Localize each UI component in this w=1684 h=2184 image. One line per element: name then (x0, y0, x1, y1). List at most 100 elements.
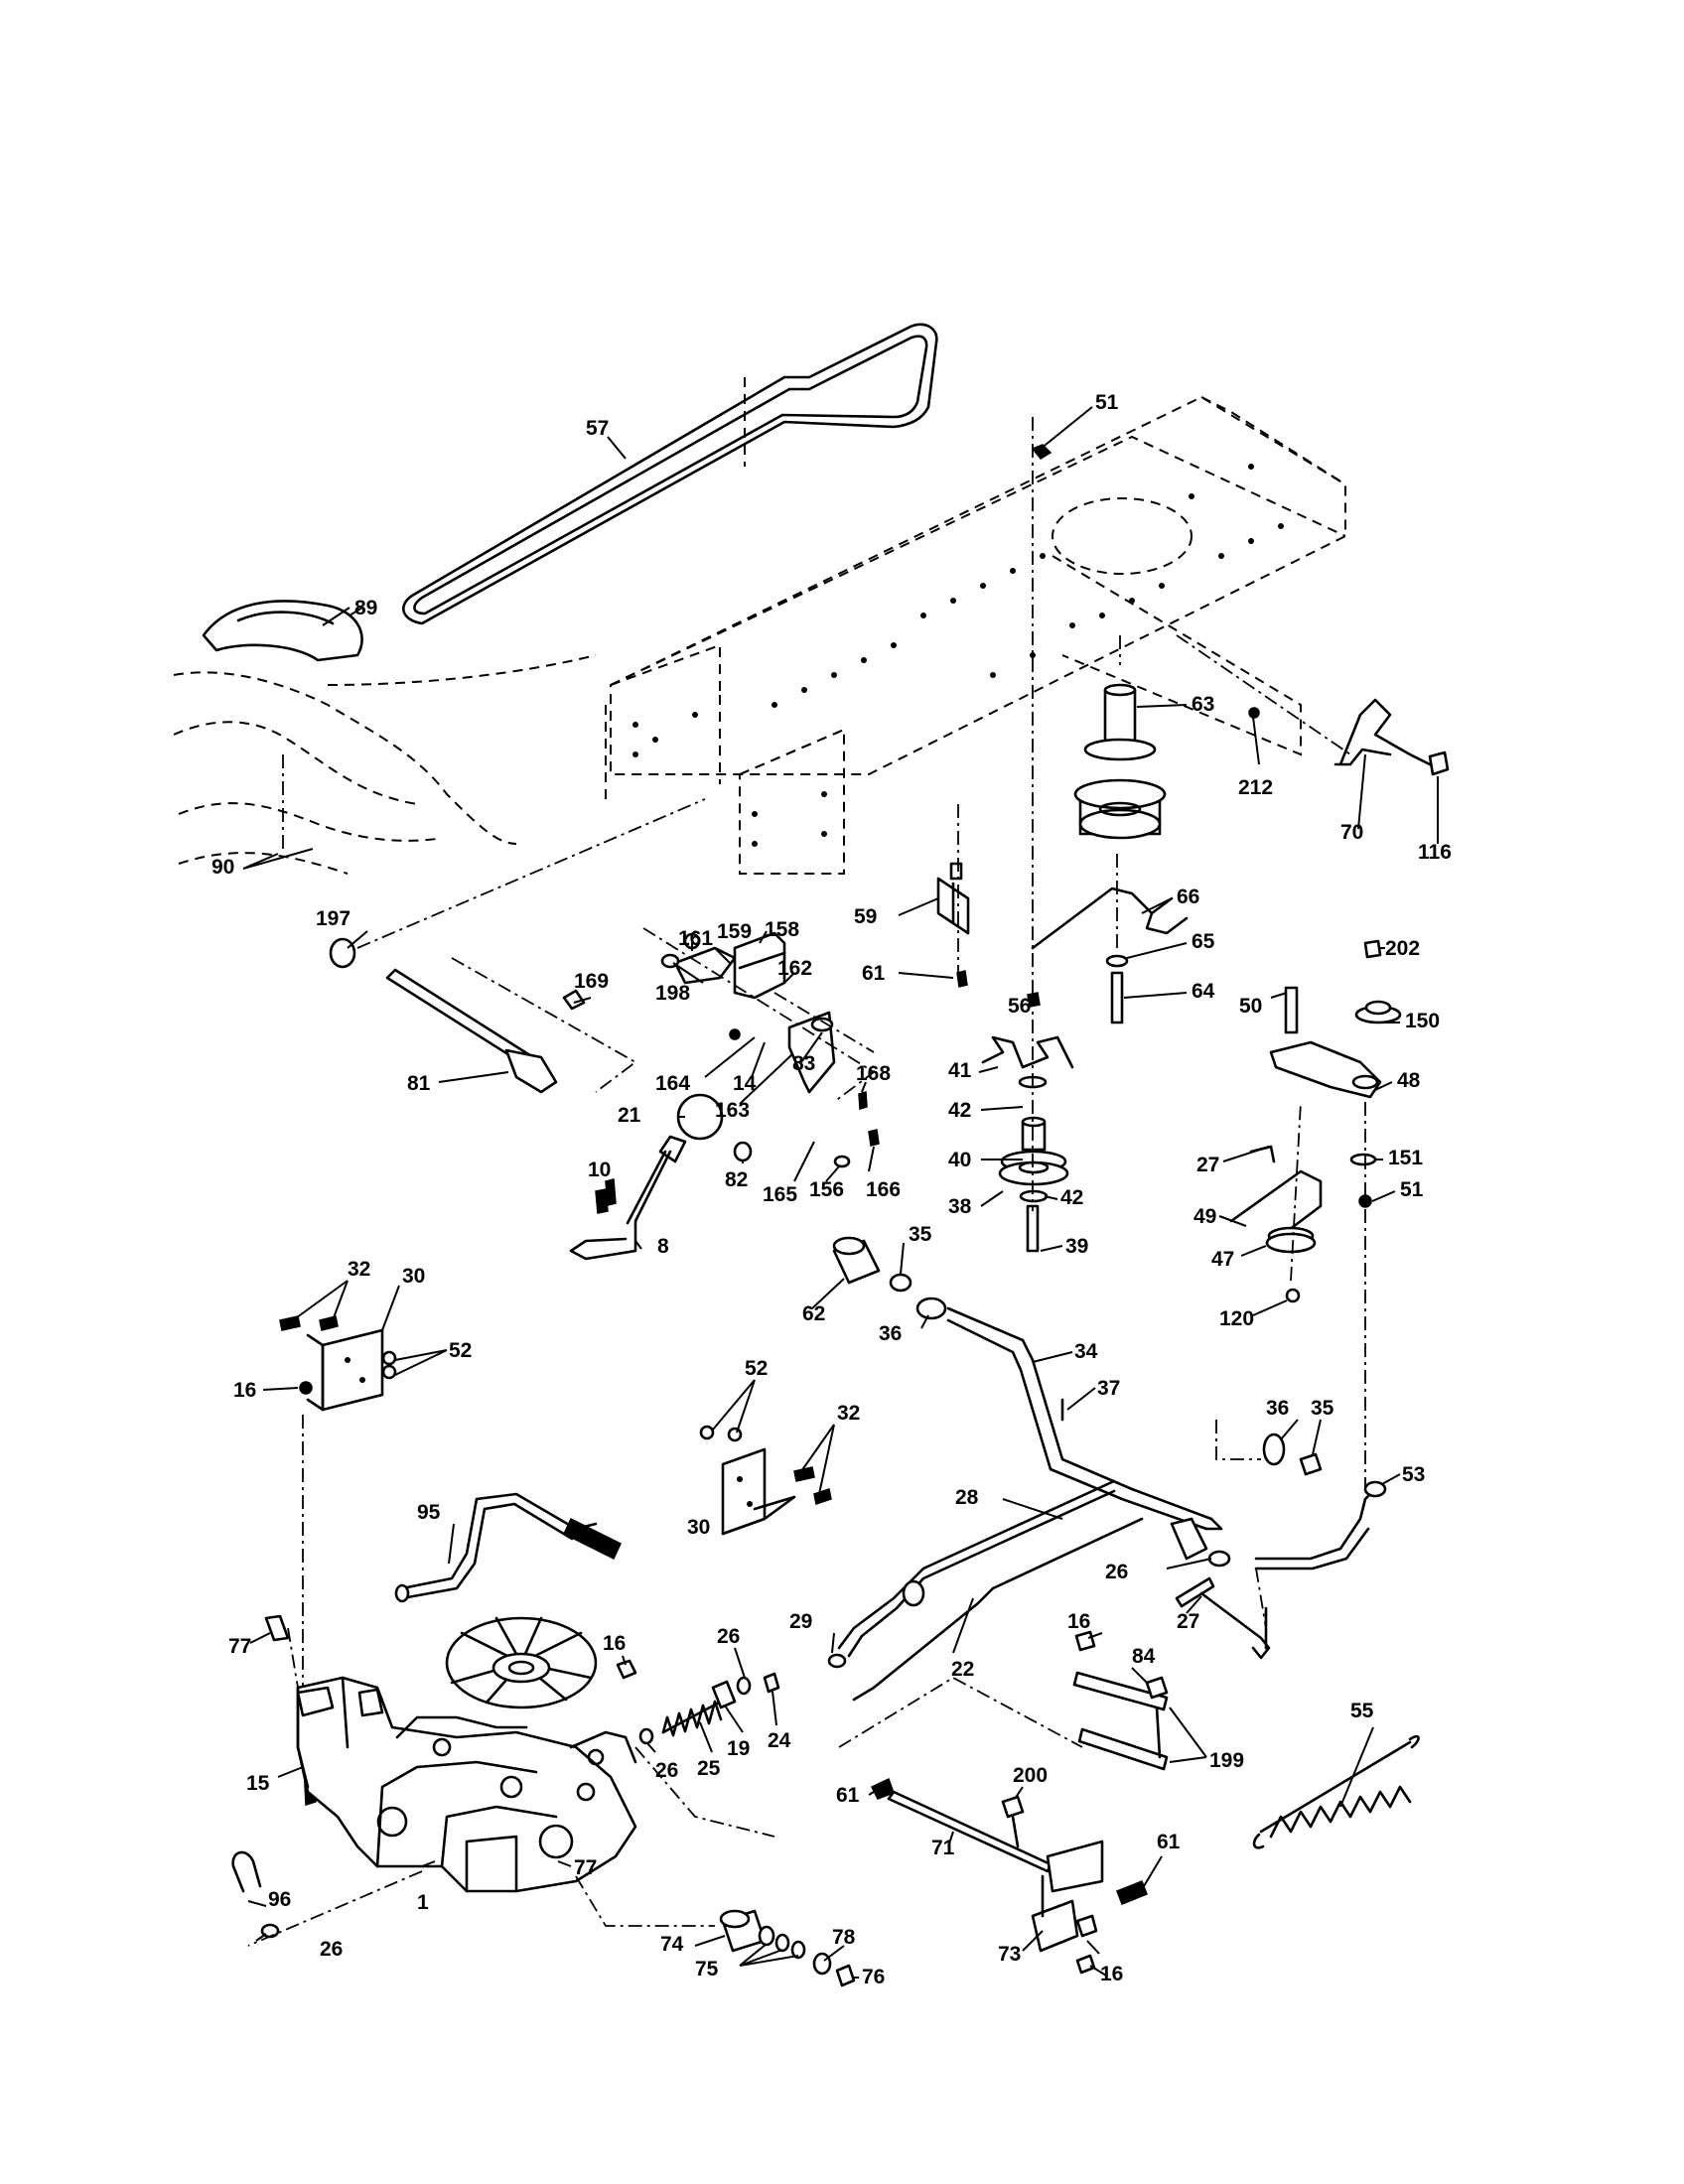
callout-83: 83 (792, 1052, 815, 1075)
callout-55: 55 (1350, 1700, 1374, 1722)
callout-199: 199 (1209, 1749, 1244, 1772)
callout-30: 30 (402, 1265, 425, 1288)
part-26-washer (1207, 1550, 1231, 1568)
part-84-shaft (1072, 1630, 1169, 1771)
callout-56: 56 (1008, 995, 1031, 1018)
part-89-cover (202, 600, 363, 662)
callout-166: 166 (866, 1178, 901, 1201)
callout-14: 14 (733, 1072, 757, 1095)
part-8-lever (569, 1093, 724, 1261)
callout-76: 76 (862, 1966, 885, 1988)
callout-63: 63 (1192, 693, 1214, 716)
callout-51b: 51 (1400, 1178, 1424, 1201)
callout-198: 198 (655, 982, 690, 1005)
callout-164: 164 (655, 1072, 690, 1095)
callout-51: 51 (1095, 391, 1119, 414)
callout-66: 66 (1177, 886, 1199, 908)
callout-53: 53 (1402, 1463, 1425, 1486)
part-166-bolt (868, 1129, 880, 1147)
part-64-bolt (1110, 971, 1124, 1024)
part-36-washer (1262, 1433, 1286, 1466)
callout-16b: 16 (1067, 1610, 1090, 1633)
part-22-rod (852, 1517, 1144, 1702)
callout-42b: 42 (1060, 1186, 1083, 1209)
part-66-rod (1031, 887, 1189, 950)
callout-42: 42 (948, 1099, 971, 1122)
callout-162: 162 (777, 957, 812, 980)
part-34-shaft (832, 1236, 1223, 1561)
callout-159: 159 (717, 920, 752, 943)
callout-212: 212 (1238, 776, 1273, 799)
part-30-bracket-left (279, 1315, 397, 1412)
callout-36: 36 (879, 1322, 902, 1345)
right-idler-assembly (1229, 939, 1402, 1303)
callout-73: 73 (998, 1943, 1021, 1966)
part-30-bracket-center (699, 1425, 832, 1536)
callout-19: 19 (727, 1737, 750, 1760)
callout-41: 41 (948, 1059, 972, 1082)
callout-156: 156 (809, 1178, 844, 1201)
part-28-rod (827, 1479, 1116, 1669)
part-168-bolt (858, 1091, 868, 1110)
part-53-rod (1254, 1487, 1377, 1561)
callout-168: 168 (856, 1062, 891, 1085)
callout-61b: 61 (836, 1784, 860, 1807)
part-81-rod (329, 937, 558, 1094)
part-26-washer-d (638, 1727, 654, 1745)
callout-90: 90 (211, 856, 234, 879)
callout-47: 47 (1211, 1248, 1234, 1271)
callout-26d: 26 (320, 1938, 343, 1961)
chassis-frame (605, 377, 1346, 875)
callout-1: 1 (417, 1891, 429, 1914)
callout-22: 22 (951, 1658, 974, 1681)
fender-outline (173, 654, 597, 875)
callout-26c: 26 (655, 1759, 678, 1782)
callout-25: 25 (697, 1757, 721, 1780)
callout-81: 81 (407, 1072, 431, 1095)
callout-49: 49 (1193, 1205, 1216, 1228)
centerlines (247, 417, 1366, 1947)
callout-116: 116 (1418, 841, 1452, 864)
callout-202: 202 (1385, 937, 1420, 960)
callout-32b: 32 (837, 1402, 860, 1425)
part-26-washer-c (736, 1676, 752, 1696)
callout-15: 15 (246, 1772, 270, 1795)
callout-165: 165 (763, 1183, 797, 1206)
callout-40: 40 (948, 1149, 971, 1171)
callout-39: 39 (1065, 1235, 1088, 1258)
callout-74: 74 (660, 1933, 684, 1956)
callout-30b: 30 (687, 1516, 710, 1539)
callout-26: 26 (1105, 1561, 1128, 1583)
callout-169: 169 (574, 970, 609, 993)
part-25-spring (661, 1700, 723, 1737)
part-95-lever-b (400, 1502, 574, 1600)
callout-16d: 16 (1100, 1963, 1123, 1985)
callout-labels: 57 51 89 63 212 70 116 66 65 64 202 150 … (211, 391, 1452, 1988)
part-27-rod (1199, 1591, 1271, 1660)
part-27-bolt (1175, 1576, 1215, 1608)
callout-61c: 61 (1157, 1831, 1181, 1853)
callout-197: 197 (316, 907, 351, 930)
callout-75: 75 (695, 1958, 719, 1980)
part-1-transaxle (296, 1616, 637, 1893)
callout-37: 37 (1097, 1377, 1120, 1400)
leader-lines (242, 406, 1439, 1979)
callout-78: 78 (832, 1926, 856, 1949)
callout-16: 16 (233, 1379, 256, 1402)
callout-27b: 27 (1177, 1610, 1199, 1633)
part-95-grip (563, 1517, 622, 1561)
callout-120: 120 (1219, 1307, 1254, 1330)
callout-59: 59 (854, 905, 877, 928)
callout-77: 77 (228, 1635, 251, 1658)
part-61-bolt (956, 970, 968, 988)
callout-151: 151 (1388, 1147, 1423, 1169)
callout-29: 29 (789, 1610, 812, 1633)
part-51-nut (1031, 444, 1052, 460)
callout-26b: 26 (717, 1625, 740, 1648)
part-71-link (870, 1777, 1148, 1975)
callout-57: 57 (586, 417, 609, 440)
callout-48: 48 (1397, 1069, 1421, 1092)
callout-158: 158 (765, 918, 799, 941)
callout-8: 8 (657, 1235, 669, 1258)
